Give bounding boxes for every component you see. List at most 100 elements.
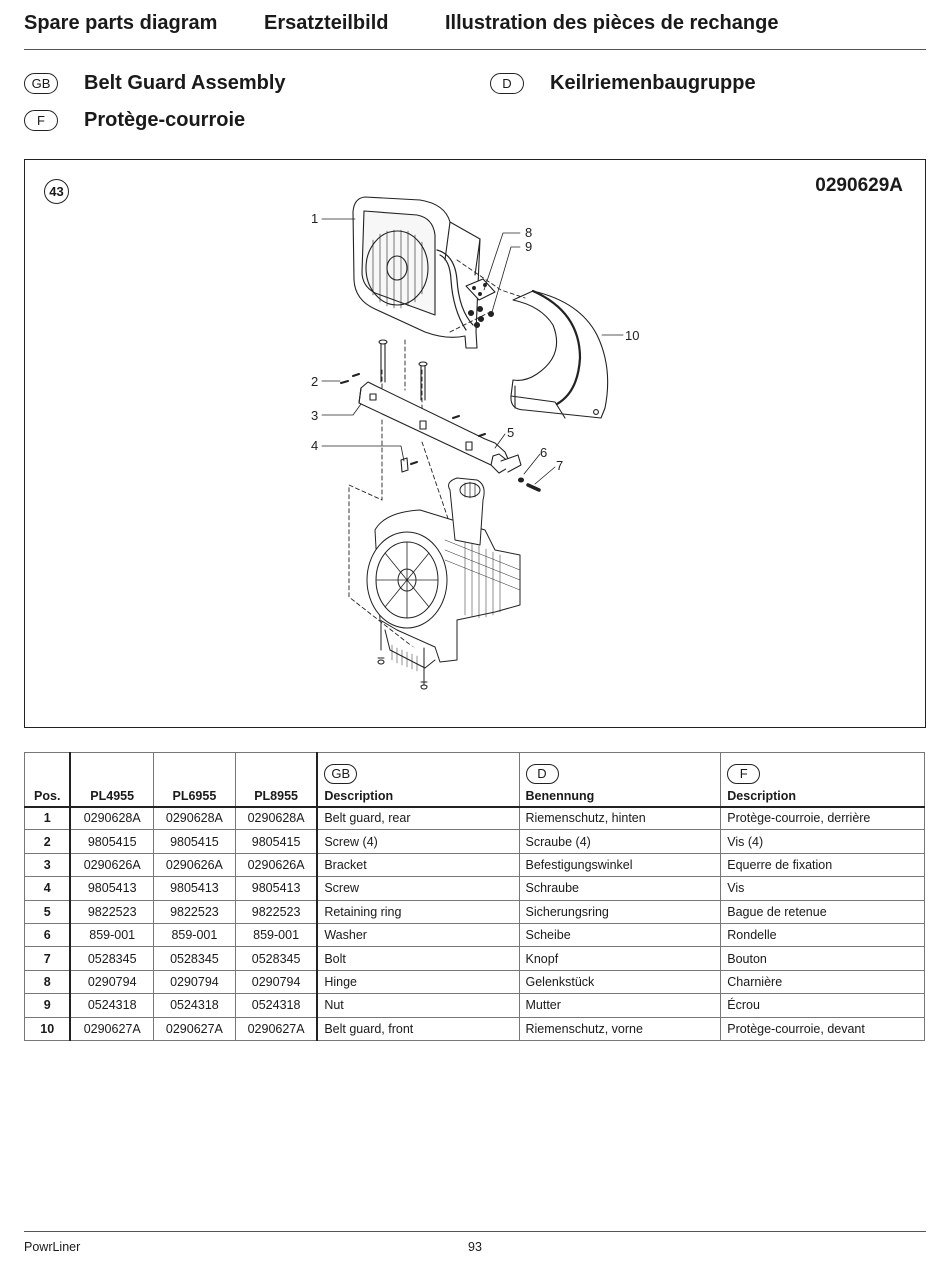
row-pl4955: 9805413 xyxy=(69,876,154,901)
row-pl8955: 9805413 xyxy=(234,876,318,901)
row-pos: 10 xyxy=(24,1016,72,1041)
row-desc-de: Befestigungswinkel xyxy=(518,852,722,878)
row-desc-de: Sicherungsring xyxy=(518,899,722,924)
row-desc-de: Gelenkstück xyxy=(518,969,722,995)
callout-labels: 1 8 9 10 2 3 4 5 6 7 xyxy=(311,211,639,473)
col-pos: Pos. xyxy=(24,752,72,808)
row-desc-en: Washer xyxy=(316,922,520,948)
rear-belt-guard-drawing xyxy=(352,196,481,349)
section-titles: GB Belt Guard Assembly D Keilriemenbaugr… xyxy=(24,68,926,138)
row-desc-fr: Bague de retenue xyxy=(720,899,925,924)
row-pl8955: 0290627A xyxy=(234,1016,318,1041)
row-desc-de: Knopf xyxy=(518,946,722,971)
row-desc-fr: Equerre de fixation xyxy=(720,852,925,878)
row-desc-fr: Rondelle xyxy=(720,922,925,948)
d-language-badge: D xyxy=(490,73,524,94)
row-desc-en: Nut xyxy=(316,993,520,1018)
row-pos: 8 xyxy=(24,969,72,995)
callout-2: 2 xyxy=(311,374,318,389)
row-desc-en: Retaining ring xyxy=(316,899,520,924)
row-desc-en: Hinge xyxy=(316,969,520,995)
col-pl4955: PL4955 xyxy=(69,752,154,808)
row-desc-fr: Protège-courroie, derrière xyxy=(720,805,925,831)
f-language-badge: F xyxy=(24,110,58,131)
row-pl4955: 9822523 xyxy=(69,899,154,924)
row-pl6955: 859-001 xyxy=(152,922,236,948)
header-title-de: Ersatzteilbild xyxy=(264,12,389,34)
title-gb-text: Belt Guard Assembly xyxy=(84,72,286,94)
row-pl8955: 0528345 xyxy=(234,946,318,971)
row-pl8955: 9805415 xyxy=(234,829,318,854)
row-desc-fr: Vis (4) xyxy=(720,829,925,854)
row-desc-de: Riemenschutz, hinten xyxy=(518,805,722,831)
row-pos: 6 xyxy=(24,922,72,948)
row-pos: 4 xyxy=(24,876,72,901)
title-d: D Keilriemenbaugruppe xyxy=(490,72,756,95)
page-footer: PowrLiner 93 xyxy=(24,1231,926,1254)
row-pl4955: 0290627A xyxy=(69,1016,154,1041)
drawing-number: 0290629A xyxy=(815,175,903,196)
compressor-drawing xyxy=(366,477,521,690)
row-desc-en: Bracket xyxy=(316,852,520,878)
row-pl6955: 0290627A xyxy=(152,1016,236,1041)
gb-language-badge: GB xyxy=(324,763,358,784)
row-pl8955: 0290628A xyxy=(234,805,318,831)
callout-5: 5 xyxy=(507,425,514,440)
row-pl8955: 0524318 xyxy=(234,993,318,1018)
title-f: F Protège-courroie xyxy=(24,109,245,132)
row-pl4955: 0528345 xyxy=(69,946,154,971)
callout-leaders xyxy=(321,218,624,485)
spacer-drawing xyxy=(400,415,486,473)
bracket-drawing xyxy=(358,381,522,474)
row-pl6955: 0290794 xyxy=(152,969,236,995)
row-desc-en: Belt guard, front xyxy=(316,1016,520,1041)
row-desc-de: Mutter xyxy=(518,993,722,1018)
row-pl8955: 0290794 xyxy=(234,969,318,995)
row-pl4955: 9805415 xyxy=(69,829,154,854)
callout-9: 9 xyxy=(525,239,532,254)
row-pl4955: 0290794 xyxy=(69,969,154,995)
row-desc-fr: Vis xyxy=(720,876,925,901)
col-desc-en-label: Description xyxy=(324,788,394,803)
row-desc-fr: Charnière xyxy=(720,969,925,995)
row-pl8955: 9822523 xyxy=(234,899,318,924)
page-header: Spare parts diagram Ersatzteilbild Illus… xyxy=(24,8,926,50)
row-pos: 2 xyxy=(24,829,72,854)
parts-table-header: Pos. PL4955 PL6955 PL8955 GB Description… xyxy=(24,752,925,808)
title-f-text: Protège-courroie xyxy=(84,109,246,131)
row-pos: 5 xyxy=(24,899,72,924)
col-desc-de-label: Benennung xyxy=(525,788,595,803)
exploded-diagram: 4 3 0290629A xyxy=(24,159,926,728)
header-title-en: Spare parts diagram xyxy=(24,12,218,34)
f-language-badge: F xyxy=(727,763,761,784)
row-pl6955: 0290628A xyxy=(152,805,236,831)
col-desc-de: D Benennung xyxy=(518,752,722,808)
row-pos: 7 xyxy=(24,946,72,971)
row-desc-en: Screw (4) xyxy=(316,829,520,854)
row-pl4955: 0290626A xyxy=(69,852,154,878)
row-pl4955: 0290628A xyxy=(69,805,154,831)
col-desc-fr-label: Description xyxy=(727,788,797,803)
title-gb: GB Belt Guard Assembly xyxy=(24,72,286,95)
row-pl6955: 9805415 xyxy=(152,829,236,854)
page-number: 93 xyxy=(468,1240,482,1254)
row-desc-de: Scheibe xyxy=(518,922,722,948)
callout-3: 3 xyxy=(311,408,318,423)
row-desc-en: Belt guard, rear xyxy=(316,805,520,831)
callout-4: 4 xyxy=(311,438,318,453)
d-language-badge: D xyxy=(525,763,559,784)
row-pl6955: 0524318 xyxy=(152,993,236,1018)
col-desc-en: GB Description xyxy=(316,752,520,808)
row-pos: 1 xyxy=(24,805,72,831)
row-desc-en: Screw xyxy=(316,876,520,901)
row-desc-de: Scraube (4) xyxy=(518,829,722,854)
col-pl6955: PL6955 xyxy=(152,752,236,808)
header-title-fr: Illustration des pièces de rechange xyxy=(445,12,779,34)
